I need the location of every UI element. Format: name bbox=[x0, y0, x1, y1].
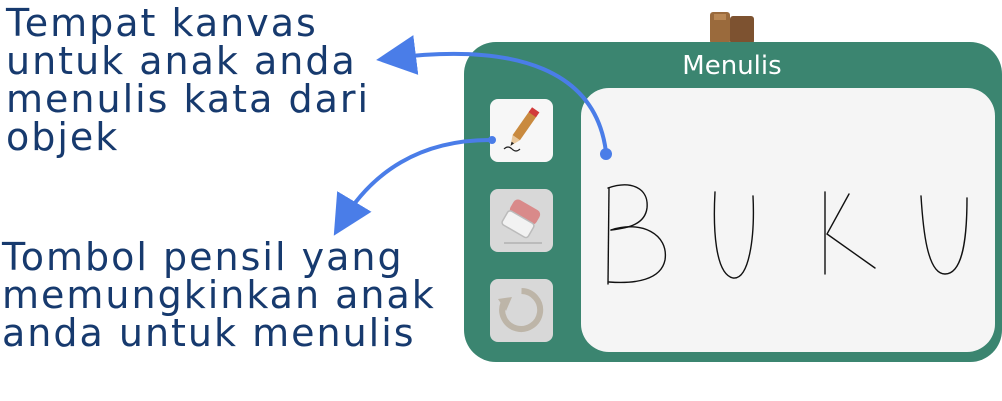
arrow-to-pencil-callout bbox=[333, 138, 491, 236]
writing-canvas[interactable] bbox=[581, 88, 995, 352]
callout-canvas-description: Tempat kanvas untuk anak anda menulis ka… bbox=[6, 1, 371, 159]
pencil-icon bbox=[503, 107, 540, 152]
pencil-arrow-origin-dot bbox=[488, 136, 496, 144]
pencil-button[interactable] bbox=[490, 99, 553, 162]
callout-pencil-description: Tombol pensil yang memungkinkan anak and… bbox=[2, 235, 436, 355]
handwritten-word bbox=[607, 184, 968, 285]
hanger-icon bbox=[710, 12, 754, 44]
panel-title: Menulis bbox=[682, 51, 782, 81]
eraser-icon bbox=[501, 199, 542, 244]
arrow-to-canvas-callout bbox=[376, 35, 608, 153]
eraser-button[interactable] bbox=[490, 189, 553, 252]
writing-panel: Menulis bbox=[464, 42, 1002, 362]
reset-button[interactable] bbox=[490, 279, 553, 342]
reset-icon bbox=[498, 288, 544, 332]
arrow-origin-dot bbox=[600, 148, 612, 160]
